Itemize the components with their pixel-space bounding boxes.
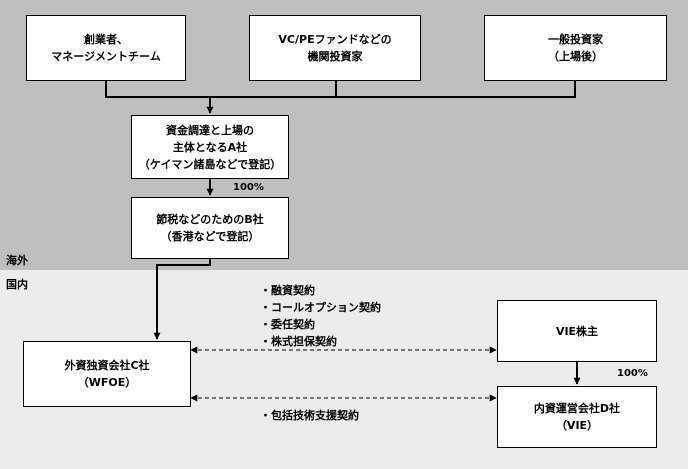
- wfoe-line-1: 外資独資会社C社: [64, 359, 150, 372]
- company-d-line-2: （VIE）: [555, 419, 599, 432]
- vie-holder-line-1: VIE株主: [555, 324, 599, 338]
- company-b-line-2: （香港などで登記）: [160, 230, 260, 243]
- general-investors-box: 一般投資家 （上場後）: [484, 15, 667, 81]
- contract-item: ・融資契約: [260, 284, 315, 297]
- contract-item: ・株式担保契約: [260, 335, 337, 348]
- company-a-box: 資金調達と上場の 主体となるA社 （ケイマン諸島などで登記）: [131, 115, 289, 179]
- company-b-box: 節税などのためのB社 （香港などで登記）: [131, 197, 289, 259]
- founders-box: 創業者、 マネージメントチーム: [26, 15, 186, 81]
- company-b-line-1: 節税などのためのB社: [156, 213, 264, 226]
- company-a-line-1: 資金調達と上場の: [166, 123, 254, 137]
- vie-holder-box: VIE株主: [497, 300, 657, 362]
- tech-support-label: ・包括技術支援契約: [260, 409, 359, 422]
- contract-item: ・コールオプション契約: [260, 301, 381, 314]
- ownership-ab-label: 100%: [233, 182, 264, 193]
- contract-item: ・委任契約: [260, 318, 315, 331]
- vc-pe-box: VC/PEファンドなどの 機関投資家: [249, 15, 421, 81]
- domestic-label: 国内: [6, 278, 28, 291]
- company-d-box: 内資運営会社D社 （VIE）: [497, 386, 657, 448]
- vc-pe-line-1: VC/PEファンドなどの: [278, 33, 392, 46]
- ownership-vie-label: 100%: [617, 368, 648, 379]
- general-line-2: （上場後）: [548, 50, 603, 63]
- general-line-1: 一般投資家: [548, 33, 603, 46]
- founders-line-2: マネージメントチーム: [51, 50, 161, 63]
- company-d-line-1: 内資運営会社D社: [533, 402, 621, 415]
- founders-line-1: 創業者、: [84, 33, 128, 46]
- company-a-line-3: （ケイマン諸島などで登記）: [138, 157, 282, 171]
- wfoe-box: 外資独資会社C社 （WFOE）: [23, 341, 191, 407]
- vc-pe-line-2: 機関投資家: [307, 50, 363, 63]
- overseas-label: 海外: [6, 254, 28, 267]
- arrow-b-to-wfoe: [153, 259, 211, 340]
- wfoe-line-2: （WFOE）: [77, 376, 137, 389]
- company-a-line-2: 主体となるA社: [172, 140, 248, 154]
